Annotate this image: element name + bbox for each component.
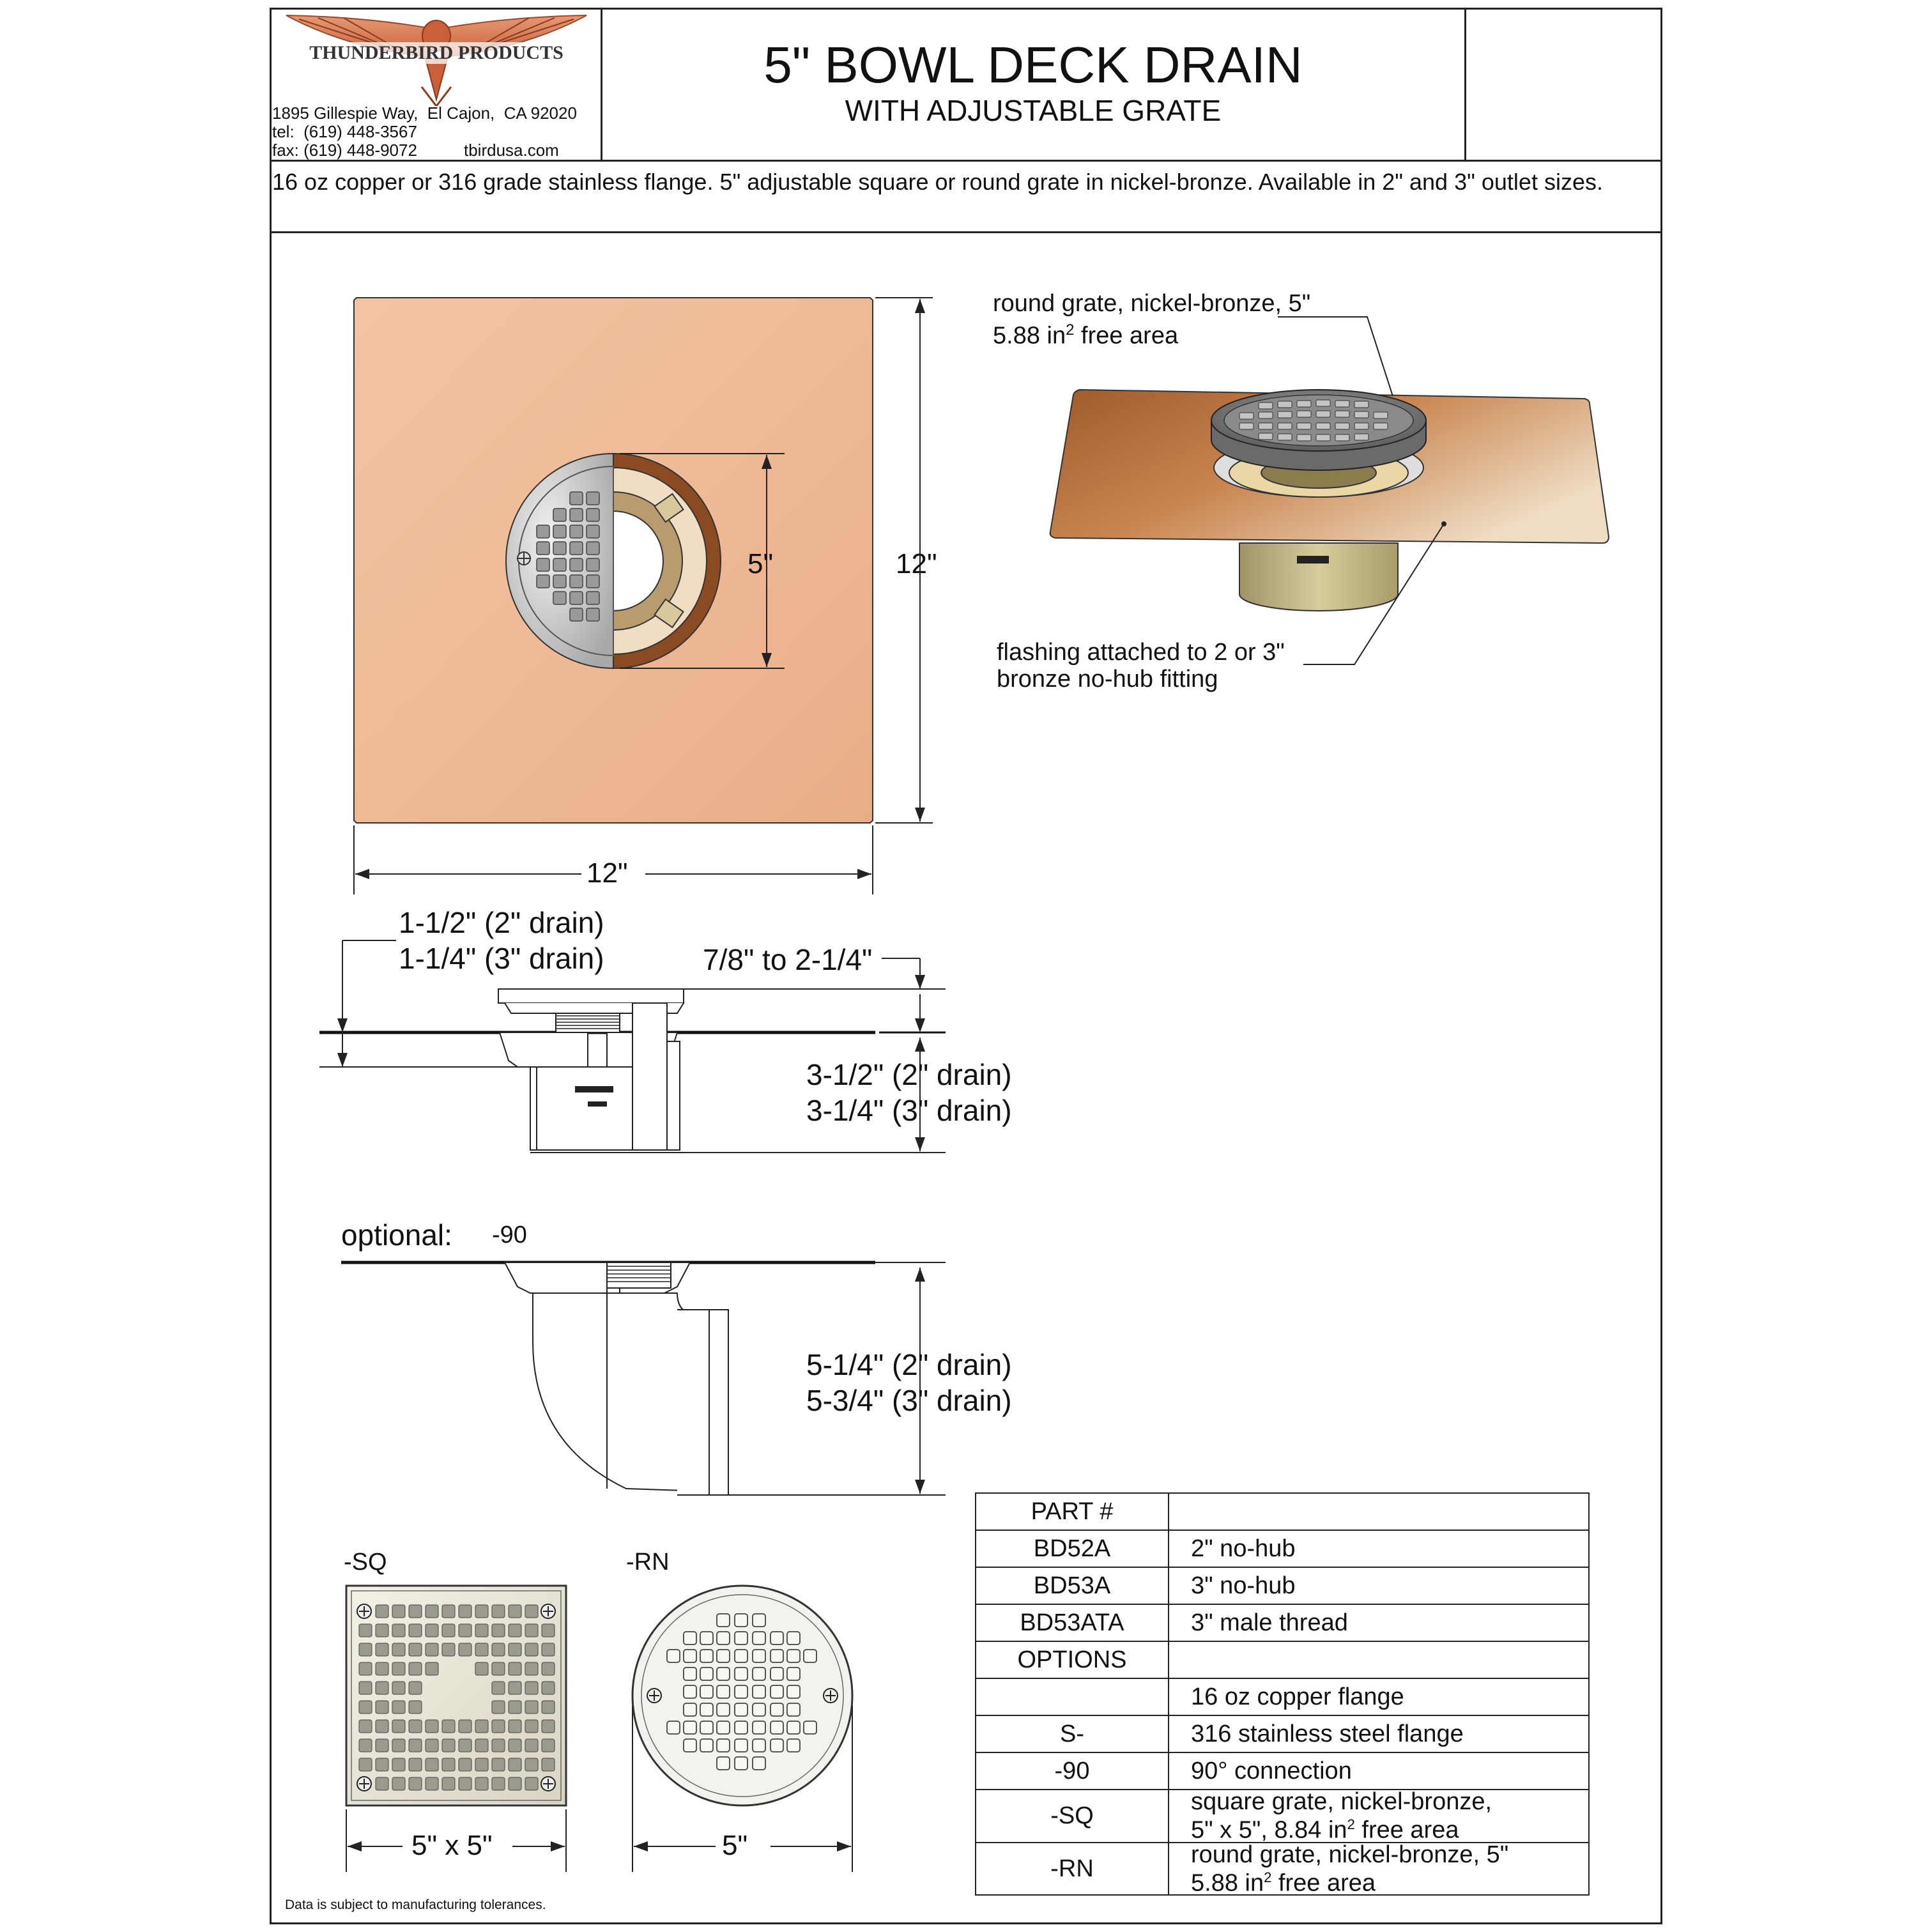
table-row: BD52A 2" no-hub <box>975 1529 1590 1568</box>
title-divider <box>1464 8 1466 161</box>
grate-callout-line1: round grate, nickel-bronze, 5" <box>993 290 1311 317</box>
header-divider <box>270 160 1662 162</box>
option-description: 316 stainless steel flange <box>1168 1715 1590 1753</box>
table-row: -RN round grate, nickel-bronze, 5" 5.88 … <box>975 1841 1590 1897</box>
company-address: 1895 Gillespie Way, El Cajon, CA 92020 <box>272 103 577 123</box>
option-description: square grate, nickel-bronze, 5" x 5", 8.… <box>1168 1788 1590 1844</box>
isometric-view-drawing <box>1049 316 1610 665</box>
option-description: round grate, nickel-bronze, 5" 5.88 in2 … <box>1168 1841 1590 1897</box>
elbow-view-drawing <box>341 1261 946 1496</box>
tolerance-footnote: Data is subject to manufacturing toleran… <box>285 1897 546 1912</box>
option-code <box>975 1678 1169 1716</box>
page-subtitle: WITH ADJUSTABLE GRATE <box>845 94 1222 127</box>
width-dimension-label: 12" <box>586 857 628 889</box>
flashing-callout-line2: bronze no-hub fitting <box>997 666 1218 693</box>
body-depth-3in: 3-1/4" (3" drain) <box>806 1094 1012 1127</box>
body-depth-2in: 3-1/2" (2" drain) <box>806 1058 1012 1091</box>
table-header-blank <box>1168 1492 1590 1531</box>
product-description: 16 oz copper or 316 grade stainless flan… <box>272 169 1603 195</box>
optional-label: optional: <box>341 1218 452 1252</box>
option-description-line2: 5.88 in2 free area <box>1191 1869 1376 1897</box>
option-description-line2: 5" x 5", 8.84 in2 free area <box>1191 1816 1459 1844</box>
table-row: -SQ square grate, nickel-bronze, 5" x 5"… <box>975 1788 1590 1844</box>
optional-code: -90 <box>492 1222 527 1248</box>
elbow-depth-2in: 5-1/4" (2" drain) <box>806 1348 1012 1381</box>
part-code: BD53ATA <box>975 1604 1169 1642</box>
table-row: OPTIONS <box>975 1641 1590 1679</box>
table-header-part: PART # <box>975 1492 1169 1531</box>
option-description: 16 oz copper flange <box>1168 1678 1590 1716</box>
height-dimension-label: 12" <box>896 548 937 579</box>
grate-detail-drawing <box>345 1584 854 1872</box>
table-row: BD53ATA 3" male thread <box>975 1604 1590 1642</box>
table-row: PART # <box>975 1492 1590 1531</box>
company-name: THUNDERBIRD PRODUCTS <box>273 42 599 64</box>
part-code: BD53A <box>975 1567 1169 1605</box>
square-grate-code: -SQ <box>344 1549 387 1575</box>
logo-divider <box>601 8 602 161</box>
description-divider <box>270 231 1662 233</box>
option-code: -SQ <box>975 1789 1169 1843</box>
part-description: 3" no-hub <box>1168 1567 1590 1605</box>
table-row: -90 90° connection <box>975 1752 1590 1790</box>
table-row: BD53A 3" no-hub <box>975 1567 1590 1605</box>
part-description: 2" no-hub <box>1168 1529 1590 1568</box>
table-row: 16 oz copper flange <box>975 1678 1590 1716</box>
flashing-callout-line1: flashing attached to 2 or 3" <box>997 639 1285 666</box>
options-header-blank <box>1168 1641 1590 1679</box>
square-grate-dimension: 5" x 5" <box>411 1830 493 1861</box>
option-code: S- <box>975 1715 1169 1753</box>
drawing-sheet <box>270 8 1662 1924</box>
section-view-drawing <box>319 940 946 1153</box>
grate-callout-line2: 5.88 in2 free area <box>993 321 1179 349</box>
flange-depth-3in: 1-1/4" (3" drain) <box>399 942 604 975</box>
table-row: S- 316 stainless steel flange <box>975 1715 1590 1753</box>
option-code: -90 <box>975 1752 1169 1790</box>
option-description: 90° connection <box>1168 1752 1590 1790</box>
elbow-depth-3in: 5-3/4" (3" drain) <box>806 1384 1012 1417</box>
company-tel: tel: (619) 448-3567 <box>272 122 417 141</box>
bowl-dimension-label: 5" <box>747 548 774 579</box>
option-description-line1: round grate, nickel-bronze, 5" <box>1191 1841 1509 1868</box>
option-code: -RN <box>975 1841 1169 1896</box>
options-header: OPTIONS <box>975 1641 1169 1679</box>
part-code: BD52A <box>975 1529 1169 1568</box>
company-fax: fax: (619) 448-9072 <box>272 141 417 160</box>
flange-depth-2in: 1-1/2" (2" drain) <box>399 906 604 939</box>
round-grate-dimension: 5" <box>722 1830 748 1861</box>
page-title: 5" BOWL DECK DRAIN <box>763 36 1303 93</box>
parts-table: PART # BD52A 2" no-hub BD53A 3" no-hub B… <box>975 1492 1590 1896</box>
adjustment-range: 7/8" to 2-1/4" <box>703 943 873 976</box>
plan-view-drawing <box>353 297 933 894</box>
company-website: tbirdusa.com <box>464 141 559 160</box>
round-grate-code: -RN <box>626 1549 670 1575</box>
part-description: 3" male thread <box>1168 1604 1590 1642</box>
option-description-line1: square grate, nickel-bronze, <box>1191 1788 1492 1815</box>
square-grate <box>345 1584 567 1807</box>
